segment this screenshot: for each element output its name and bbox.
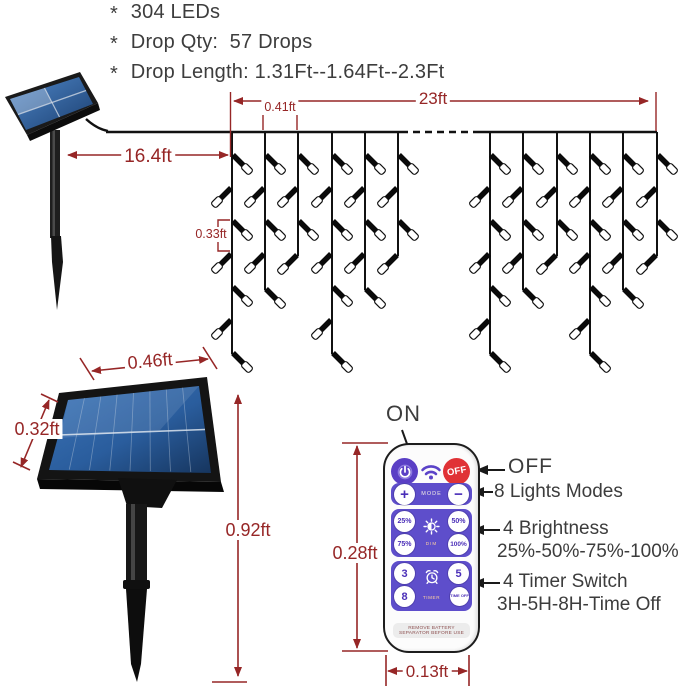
brightness-50-button: 50% [448, 511, 469, 532]
large-solar-panel [37, 377, 224, 682]
measurement-lead-wire: 16.4ft [121, 146, 175, 167]
measurement-stake-height: 0.92ft [222, 520, 274, 540]
feature-item: * 304 LEDs [110, 1, 444, 31]
feature-text: Drop Qty: 57 Drops [130, 31, 313, 53]
modes-annotation: 8 Lights Modes [494, 481, 623, 502]
timer-label: TIMER [422, 595, 441, 600]
feature-list: * 304 LEDs * Drop Qty: 57 Drops * Drop L… [110, 1, 444, 91]
brightness-100-button: 100% [448, 534, 469, 555]
time-off-button: TIME OFF [450, 587, 469, 606]
wifi-icon [420, 463, 442, 485]
off-button: OFF [443, 458, 470, 485]
mode-plus-button: + [394, 483, 415, 505]
timer-annotation: 4 Timer Switch [503, 571, 628, 592]
small-solar-panel [5, 72, 109, 310]
mode-label: MODE [421, 491, 442, 497]
brightness-levels: 25%-50%-75%-100% [497, 541, 679, 562]
mode-panel: + MODE − [391, 483, 472, 505]
bullet-marker: * [110, 33, 118, 55]
measurement-remote-height: 0.28ft [329, 543, 381, 563]
timer-options: 3H-5H-8H-Time Off [497, 594, 661, 615]
remote-control: OFF + MODE − 25% 50% 75% 100% [383, 443, 480, 653]
timer-panel: 3 5 8 TIME OFF TIMER [391, 561, 472, 611]
measurement-panel-depth: 0.32ft [11, 419, 63, 439]
measurement-total-length: 23ft [415, 89, 451, 108]
measurement-drop-spacing: 0.41ft [261, 100, 299, 115]
feature-text: 304 LEDs [130, 1, 221, 23]
timer-8h-button: 8 [394, 586, 415, 607]
timer-3h-button: 3 [394, 563, 415, 584]
brightness-25-button: 25% [394, 511, 415, 532]
brightness-annotation: 4 Brightness [503, 518, 609, 539]
on-label: ON [386, 401, 421, 426]
timer-clock-icon [391, 568, 472, 586]
mode-minus-button: − [448, 483, 469, 505]
measurement-remote-width: 0.13ft [402, 662, 452, 681]
dim-label: DIM [425, 541, 438, 546]
power-button [391, 458, 418, 485]
feature-text: Drop Length: 1.31Ft--1.64Ft--2.3Ft [130, 61, 445, 83]
timer-5h-button: 5 [448, 563, 469, 584]
feature-item: * Drop Length: 1.31Ft--1.64Ft--2.3Ft [110, 61, 444, 91]
brightness-75-button: 75% [394, 534, 415, 555]
dim-sun-icon [391, 518, 472, 535]
power-icon [397, 464, 412, 479]
feature-item: * Drop Qty: 57 Drops [110, 31, 444, 61]
measurement-led-spacing: 0.33ft [192, 227, 230, 242]
dim-panel: 25% 50% 75% 100% DIM [391, 509, 472, 557]
off-annotation: OFF [508, 455, 553, 478]
bullet-marker: * [110, 3, 118, 25]
battery-notice: REMOVE BATTERY SEPARATOR BEFORE USE [393, 623, 470, 638]
string-lights-diagram [106, 130, 678, 373]
bullet-marker: * [110, 63, 118, 85]
